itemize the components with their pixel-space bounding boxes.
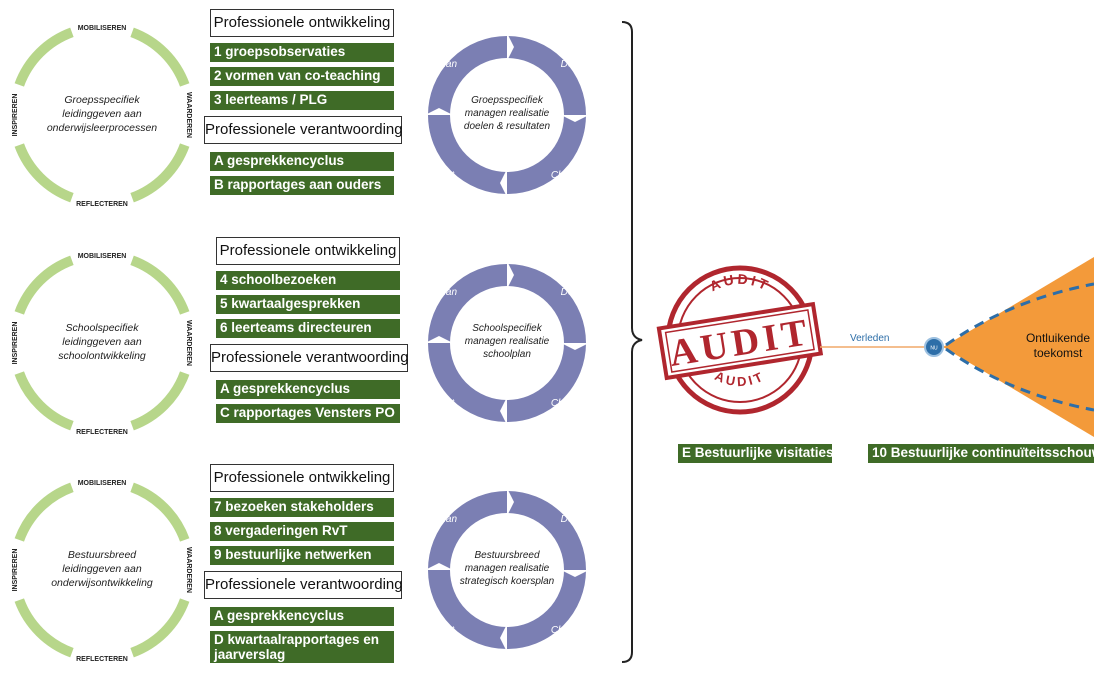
development-title: Professionele ontwikkeling — [210, 9, 394, 37]
leadership-cycle: MOBILISEREN REFLECTEREN INSPIREREN WAARDERE… — [12, 480, 192, 663]
pdca-do-label: Do — [561, 59, 574, 70]
future-label-1: Ontluikende — [1026, 331, 1090, 345]
cycle-segment — [14, 482, 74, 542]
development-item: 8 vergaderingen RvT — [210, 522, 394, 541]
cycle-segment — [130, 143, 190, 203]
cycle-label-right: WAARDEREN — [185, 320, 192, 366]
cycle-segment — [14, 598, 74, 658]
cycle-label-top: MOBILISEREN — [78, 480, 127, 487]
pdca-plan-label: Plan — [437, 287, 457, 298]
cycle-label-top: MOBILISEREN — [78, 25, 127, 32]
future-label-2: toekomst — [1034, 346, 1083, 360]
pdca-act-label: Act — [439, 398, 456, 409]
development-item: 5 kwartaalgesprekken — [216, 295, 400, 314]
pdca-check-label: Check — [551, 625, 580, 636]
cycle-label-bottom: REFLECTEREN — [76, 429, 128, 436]
cycle-center-text: leidinggeven aan — [62, 336, 142, 348]
cycle-segment — [130, 27, 190, 87]
grouping-bracket — [621, 21, 643, 663]
cycle-center-text: leidinggeven aan — [62, 108, 142, 120]
now-label: NU — [930, 346, 938, 352]
cycle-center-text: Groepsspecifiek — [64, 94, 140, 106]
cycle-label-left: INSPIREREN — [12, 94, 19, 137]
development-item: 2 vormen van co-teaching — [210, 67, 394, 86]
cycle-center-text: leidinggeven aan — [62, 563, 142, 575]
accountability-item: A gesprekkencyclus — [210, 152, 394, 171]
cycle-label-right: WAARDEREN — [185, 92, 192, 138]
cycle-segment — [14, 371, 74, 431]
leadership-cycle: MOBILISEREN REFLECTEREN INSPIREREN WAARDERE… — [12, 253, 192, 436]
pdca-center-text: doelen & resultaten — [464, 121, 551, 132]
accountability-title: Professionele verantwoording — [204, 571, 403, 599]
cycle-center-text: onderwijsontwikkeling — [51, 577, 153, 589]
accountability-title: Professionele verantwoording — [204, 116, 403, 144]
cycle-segment — [14, 143, 74, 203]
future-caption: 10 Bestuurlijke continuïteitsschouw — [868, 444, 1094, 463]
pdca-act-label: Act — [439, 625, 456, 636]
cycle-label-top: MOBILISEREN — [78, 253, 127, 260]
pdca-center-text: managen realisatie — [465, 108, 550, 119]
cycle-label-left: INSPIREREN — [12, 549, 19, 592]
future-cone: Verleden NU Ontluikende toekomst — [820, 257, 1094, 437]
pdca-center-text: managen realisatie — [465, 336, 550, 347]
development-item: 3 leerteams / PLG — [210, 91, 394, 110]
accountability-item: D kwartaalrapportages en jaarverslag — [210, 631, 394, 663]
accountability-item: C rapportages Vensters PO — [216, 404, 400, 423]
pdca-center-text: Schoolspecifiek — [472, 323, 542, 334]
audit-top-arc: AUDIT — [707, 271, 773, 295]
pdca-do-label: Do — [561, 287, 574, 298]
cycle-center-text: Schoolspecifiek — [66, 322, 140, 334]
pdca-check-label: Check — [551, 170, 580, 181]
cycle-label-left: INSPIREREN — [12, 322, 19, 365]
cycle-center-text: Bestuursbreed — [68, 549, 137, 561]
pdca-center-text: strategisch koersplan — [460, 576, 555, 587]
cycle-center-text: schoolontwikkeling — [58, 350, 146, 362]
pdca-center-text: Bestuursbreed — [474, 550, 539, 561]
accountability-item: B rapportages aan ouders — [210, 176, 394, 195]
cycle-segment — [130, 482, 190, 542]
audit-caption: E Bestuurlijke visitaties — [678, 444, 834, 463]
development-item: 7 bezoeken stakeholders — [210, 498, 394, 517]
pdca-act-label: Act — [439, 170, 456, 181]
past-label: Verleden — [850, 333, 889, 344]
cycle-segment — [14, 255, 74, 315]
cycle-segment — [130, 598, 190, 658]
accountability-title: Professionele verantwoording — [210, 344, 409, 372]
accountability-item: A gesprekkencyclus — [210, 607, 394, 626]
development-title: Professionele ontwikkeling — [210, 464, 394, 492]
accountability-item: A gesprekkencyclus — [216, 380, 400, 399]
audit-bottom-arc: AUDIT — [713, 368, 768, 389]
pdca-do-label: Do — [561, 514, 574, 525]
cycle-label-bottom: REFLECTEREN — [76, 656, 128, 663]
cycle-center-text: onderwijsleerprocessen — [47, 122, 157, 134]
pdca-center-text: Groepsspecifiek — [471, 95, 544, 106]
pdca-plan-label: Plan — [437, 59, 457, 70]
audit-stamp: AUDIT AUDIT AUDIT — [656, 265, 824, 415]
pdca-center-text: managen realisatie — [465, 563, 550, 574]
pdca-check-label: Check — [551, 398, 580, 409]
cycle-label-bottom: REFLECTEREN — [76, 201, 128, 208]
development-item: 6 leerteams directeuren — [216, 319, 400, 338]
development-title: Professionele ontwikkeling — [216, 237, 400, 265]
cycle-segment — [130, 255, 190, 315]
cycle-label-right: WAARDEREN — [185, 547, 192, 593]
leadership-cycle: MOBILISEREN REFLECTEREN INSPIREREN WAARDERE… — [12, 25, 192, 208]
cycle-segment — [130, 371, 190, 431]
development-item: 9 bestuurlijke netwerken — [210, 546, 394, 565]
development-item: 4 schoolbezoeken — [216, 271, 400, 290]
development-item: 1 groepsobservaties — [210, 43, 394, 62]
cycle-segment — [14, 27, 74, 87]
pdca-plan-label: Plan — [437, 514, 457, 525]
pdca-center-text: schoolplan — [483, 349, 531, 360]
